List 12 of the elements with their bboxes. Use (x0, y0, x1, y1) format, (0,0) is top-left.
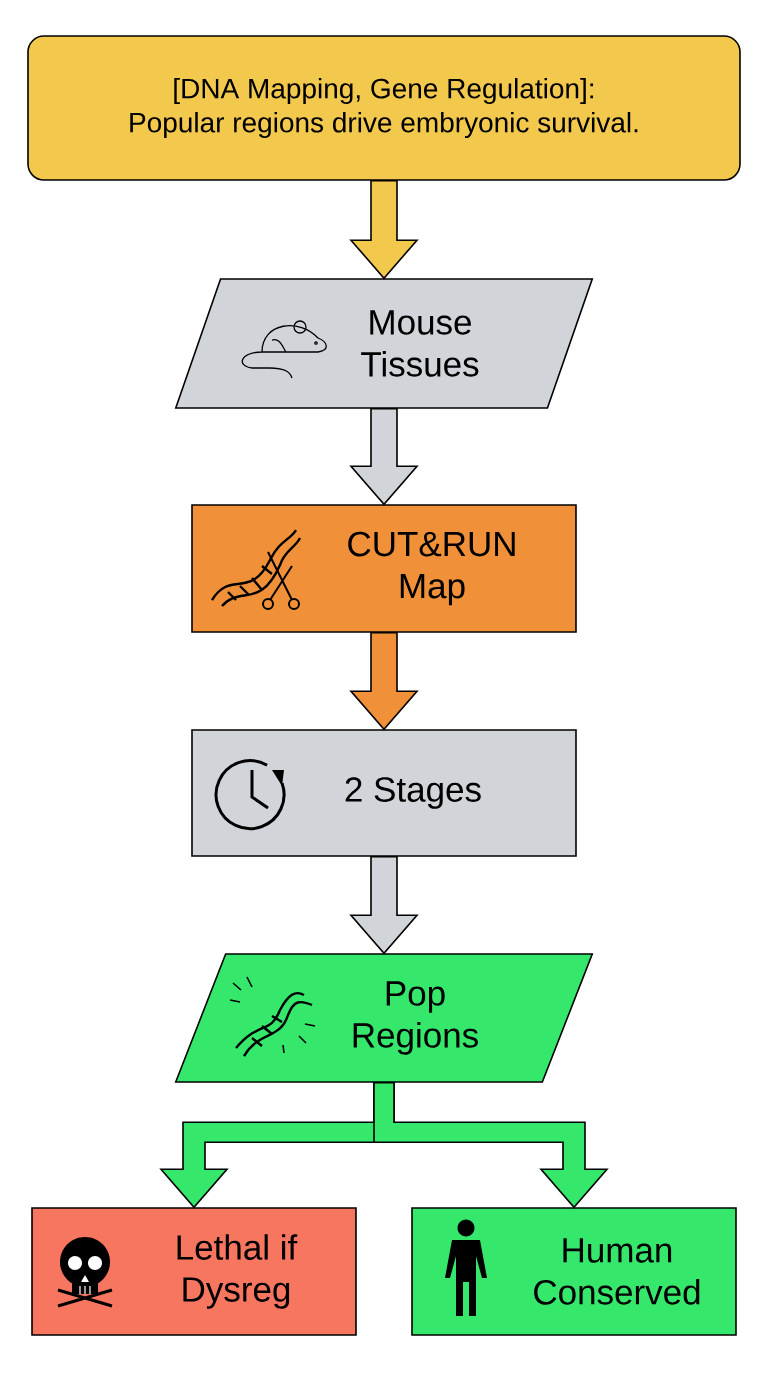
arrow (349, 632, 419, 731)
process-box: CUT&RUN Map (191, 504, 577, 633)
arrow (349, 408, 419, 506)
input-parallelogram: Mouse Tissues (174, 278, 594, 409)
title-box: [DNA Mapping, Gene Regulation]: Popular regions drive embryonic survival. (27, 35, 741, 181)
arrow (349, 180, 419, 280)
arrow (349, 856, 419, 955)
output-parallelogram: Pop Regions (174, 953, 594, 1083)
process-box: 2 Stages (191, 729, 577, 857)
outcome-box: Human Conserved (411, 1207, 737, 1336)
branch-arrow (373, 1082, 609, 1209)
outcome-box: Lethal if Dysreg (31, 1207, 357, 1336)
